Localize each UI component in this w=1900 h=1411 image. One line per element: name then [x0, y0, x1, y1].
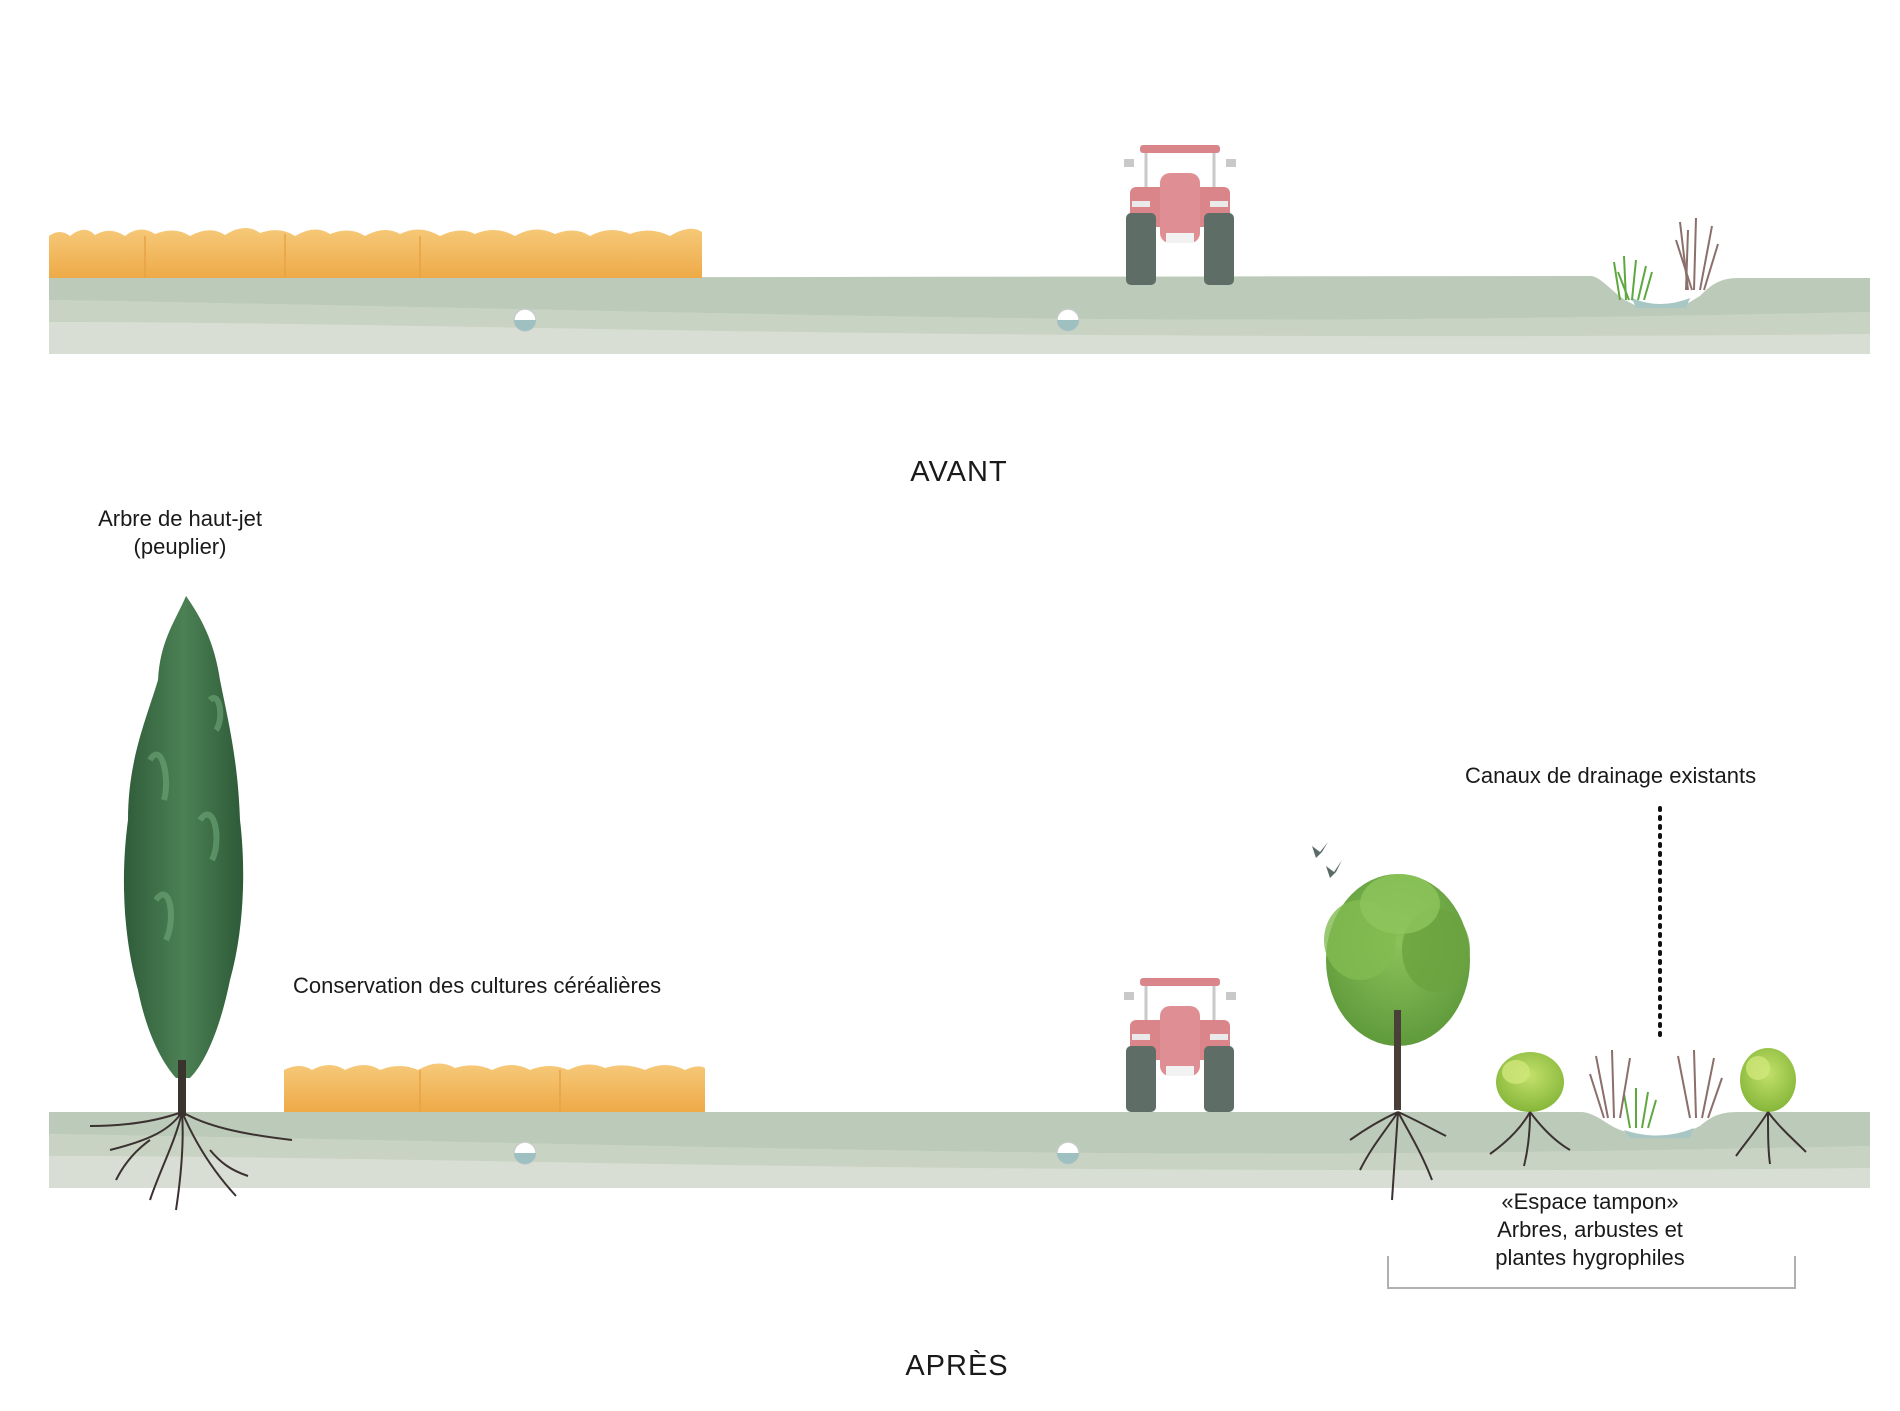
deciduous-tree-icon — [1324, 874, 1470, 1110]
after-section-title: APRÈS — [905, 1350, 1009, 1382]
buffer-zone-label: «Espace tampon» Arbres, arbustes et plan… — [1430, 1188, 1750, 1272]
poplar-roots-icon — [89, 1111, 293, 1211]
before-reed-grass-icon — [1613, 255, 1653, 301]
poplar-label-line-2: (peuplier) — [133, 534, 227, 559]
after-section — [49, 596, 1870, 1289]
drainage-label: Canaux de drainage existants — [1465, 763, 1757, 788]
shrub-left-icon — [1496, 1052, 1564, 1112]
before-crop-field — [49, 227, 702, 278]
crops-label: Conservation des cultures céréalières — [293, 973, 662, 998]
shrub-right-roots-icon — [1735, 1111, 1807, 1165]
birds-icon — [1312, 842, 1342, 878]
after-drain-pipe-1 — [513, 1141, 537, 1165]
shrub-right-icon — [1740, 1048, 1796, 1112]
before-tractor-icon — [1124, 145, 1236, 285]
poplar-label-line-1: Arbre de haut-jet — [98, 506, 262, 531]
buffer-zone-label-line-2: Arbres, arbustes et — [1497, 1217, 1683, 1242]
poplar-label: Arbre de haut-jet (peuplier) — [50, 505, 310, 561]
buffer-zone-label-line-1: «Espace tampon» — [1501, 1189, 1679, 1214]
buffer-zone-bracket — [1387, 1256, 1796, 1289]
deciduous-tree-roots-icon — [1349, 1111, 1447, 1201]
after-reed-grass-icon — [1623, 1088, 1657, 1129]
after-crop-field — [284, 1063, 705, 1112]
shrub-left-roots-icon — [1489, 1111, 1571, 1167]
poplar-tree-icon — [123, 596, 244, 1116]
buffer-zone-label-line-3: plantes hygrophiles — [1495, 1245, 1685, 1270]
before-section-title: AVANT — [910, 456, 1008, 488]
before-cattail-icon — [1675, 217, 1719, 291]
after-tractor-icon — [1124, 978, 1236, 1112]
after-drainage-ditch — [1624, 1128, 1694, 1138]
before-drain-pipe-2 — [1056, 308, 1080, 332]
after-ground — [49, 1112, 1870, 1188]
after-drain-pipe-2 — [1056, 1141, 1080, 1165]
before-drainage-ditch — [1628, 298, 1692, 308]
before-drain-pipe-1 — [513, 308, 537, 332]
before-section — [49, 145, 1870, 354]
before-ground — [49, 276, 1870, 354]
after-cattail-right-icon — [1677, 1049, 1723, 1119]
after-cattail-left-icon — [1589, 1049, 1631, 1119]
